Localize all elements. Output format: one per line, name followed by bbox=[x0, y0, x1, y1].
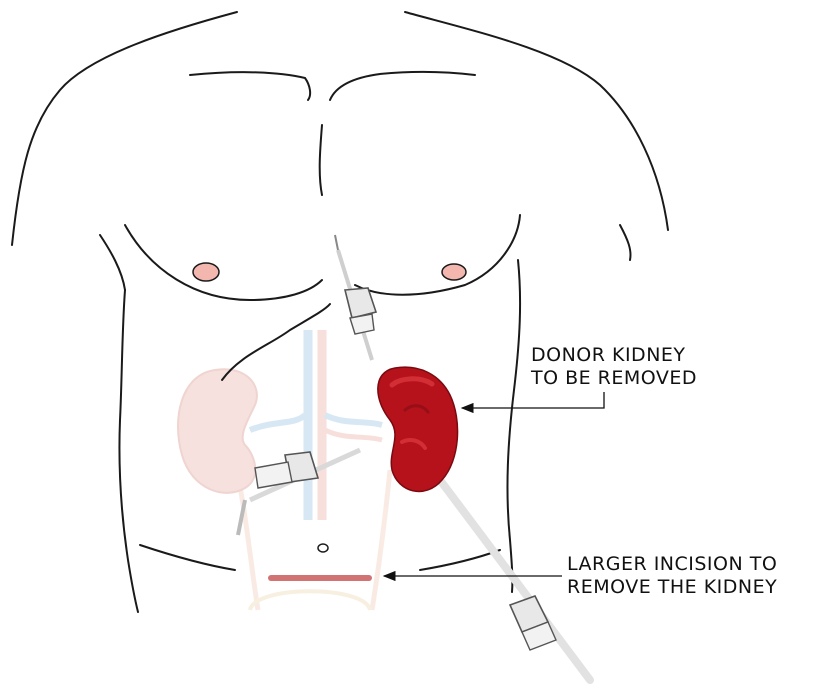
incision-label-line-1: LARGER INCISION TO bbox=[567, 553, 777, 576]
right-nipple bbox=[442, 264, 466, 280]
faded-kidney bbox=[178, 369, 257, 493]
torso-outline bbox=[12, 12, 668, 612]
left-pectoral bbox=[125, 225, 322, 300]
ureter-right bbox=[372, 470, 390, 610]
incision bbox=[268, 575, 372, 581]
arrow-icon bbox=[462, 392, 604, 408]
renal-vessel-left bbox=[250, 415, 305, 430]
donor-kidney-label-line-1: DONOR KIDNEY bbox=[531, 344, 697, 367]
right-flank bbox=[507, 260, 520, 592]
rib-cage-border bbox=[222, 304, 330, 380]
right-clavicle bbox=[330, 72, 475, 100]
donor-kidney-label: DONOR KIDNEY TO BE REMOVED bbox=[531, 344, 697, 390]
donor-kidney-callout bbox=[462, 392, 604, 408]
renal-artery-right bbox=[325, 430, 382, 440]
left-armpit-line bbox=[100, 235, 125, 290]
central-trocar bbox=[238, 450, 360, 535]
left-flank bbox=[119, 290, 138, 612]
upper-trocar bbox=[335, 235, 376, 360]
renal-vessel-right bbox=[325, 415, 382, 425]
sternum bbox=[320, 125, 322, 195]
incision-label: LARGER INCISION TO REMOVE THE KIDNEY bbox=[567, 553, 777, 599]
left-shoulder bbox=[12, 12, 237, 245]
abdominal-line-right bbox=[420, 550, 500, 570]
left-nipple bbox=[193, 263, 219, 281]
right-shoulder bbox=[405, 12, 668, 230]
right-pectoral bbox=[355, 215, 520, 295]
navel bbox=[318, 544, 328, 552]
donor-kidney-label-line-2: TO BE REMOVED bbox=[531, 367, 697, 390]
left-clavicle bbox=[190, 72, 310, 100]
incision-label-line-2: REMOVE THE KIDNEY bbox=[567, 576, 777, 599]
abdominal-line-left bbox=[140, 545, 235, 570]
bladder bbox=[250, 591, 370, 610]
right-armpit-line bbox=[620, 225, 631, 260]
